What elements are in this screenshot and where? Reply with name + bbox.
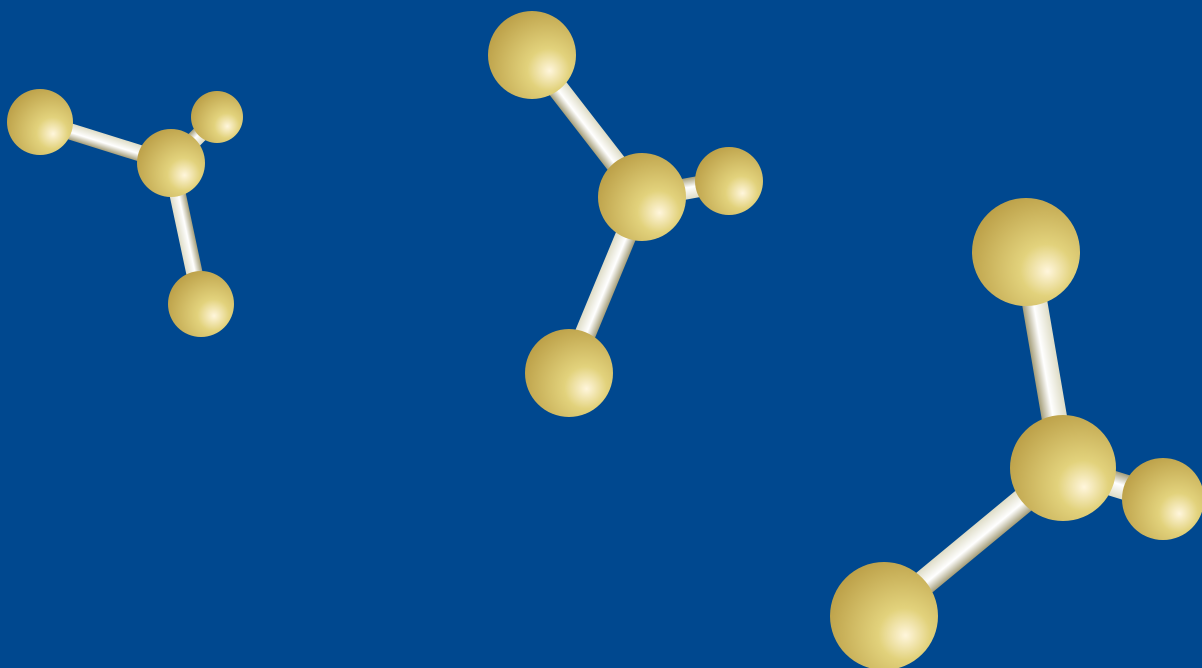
atom-right-outer-2 xyxy=(1122,458,1202,540)
atom-left-outer-2 xyxy=(191,91,243,143)
atom-left-outer-1 xyxy=(7,89,73,155)
atom-left-outer-3 xyxy=(168,271,234,337)
atom-left-center xyxy=(137,129,205,197)
atom-middle-outer-1 xyxy=(488,11,576,99)
atom-middle-outer-3 xyxy=(525,329,613,417)
atom-middle-center xyxy=(598,153,686,241)
atoms-layer xyxy=(7,11,1202,668)
atom-right-outer-3 xyxy=(830,562,938,668)
atom-right-center xyxy=(1010,415,1116,521)
atom-middle-outer-2 xyxy=(695,147,763,215)
atom-right-outer-1 xyxy=(972,198,1080,306)
